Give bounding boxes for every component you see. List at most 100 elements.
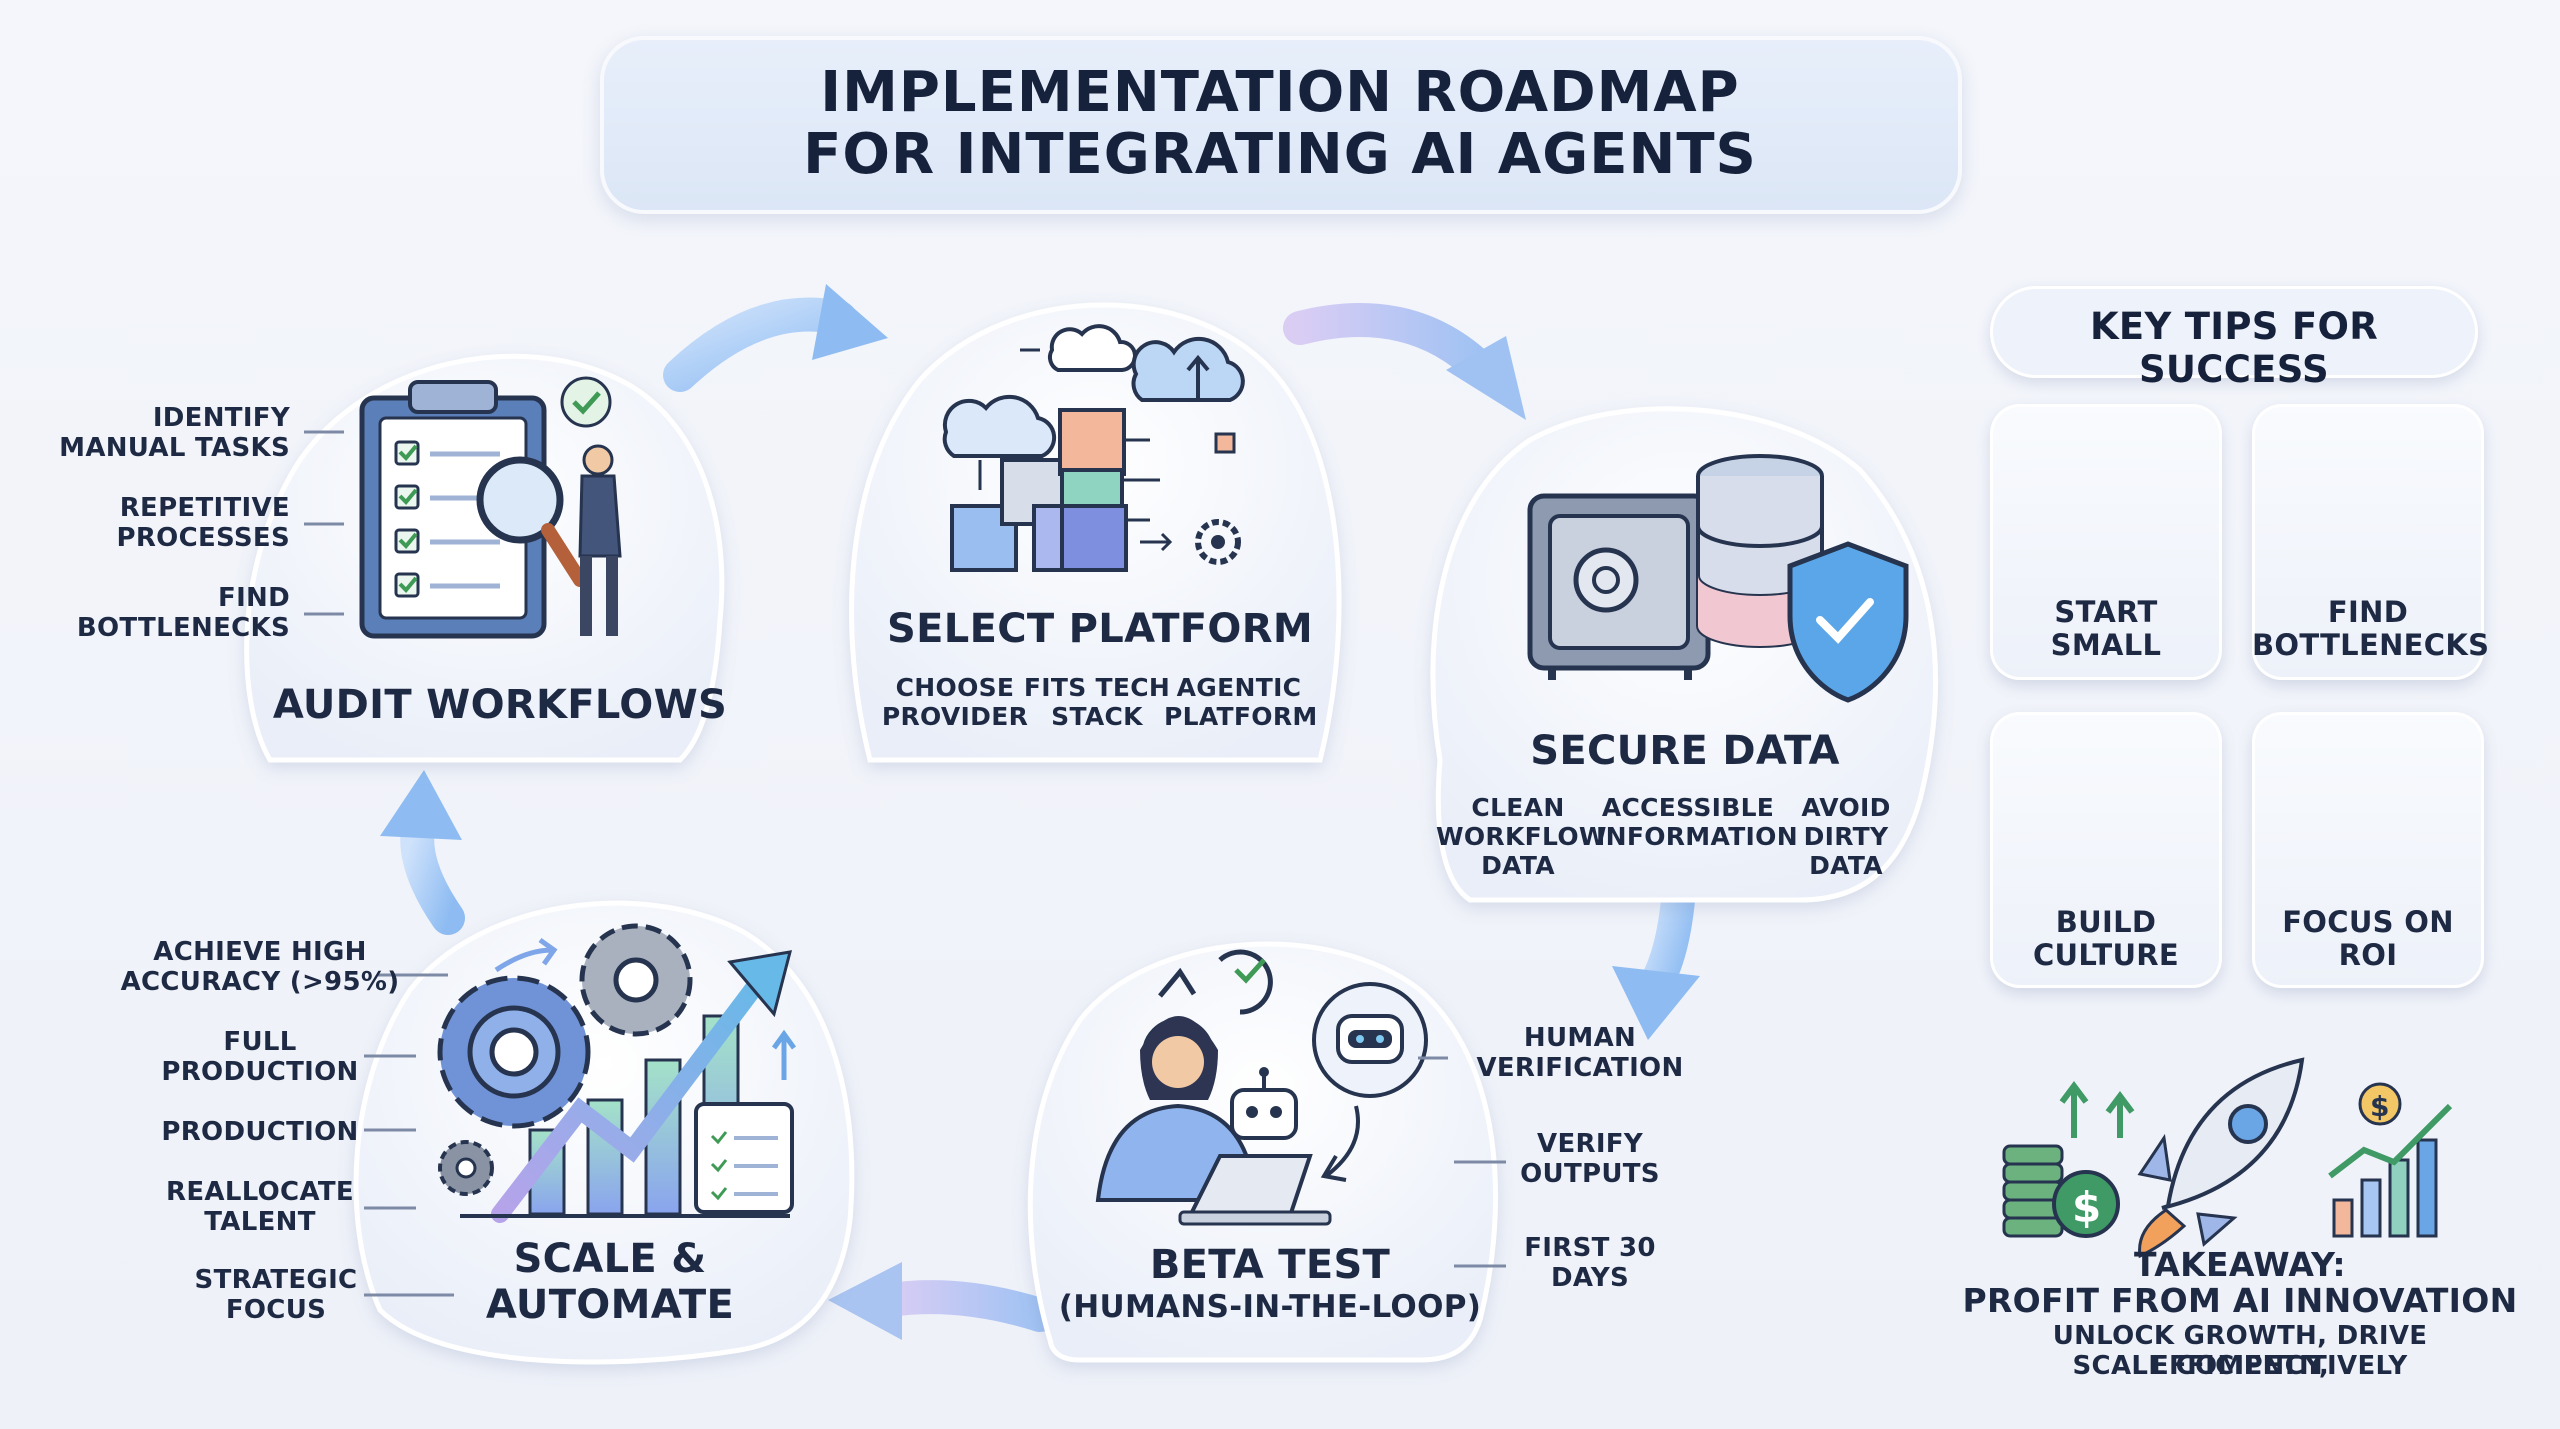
secure-point-1-line-3: DATA <box>1481 850 1555 880</box>
scale-point-4: REALLOCATE TALENT <box>150 1177 370 1238</box>
scale-point-4-line-2: TALENT <box>204 1206 316 1237</box>
stacked-blocks-icon <box>950 408 1241 572</box>
platform-point-3-line-1: AGENTIC <box>1176 673 1302 702</box>
beta-point-2-line-1: VERIFY <box>1537 1129 1643 1159</box>
beta-point-2-line-2: OUTPUTS <box>1520 1158 1660 1189</box>
gears-icon <box>437 923 693 1196</box>
tip-card-focus-roi <box>2252 712 2484 988</box>
platform-point-2-line-1: FITS TECH <box>1023 673 1171 702</box>
secure-point-1-line-1: CLEAN <box>1471 793 1565 822</box>
clipboard-checklist-icon <box>359 380 547 639</box>
cloud-platform-icon <box>942 324 1245 522</box>
secure-point-1: CLEAN WORKFLOW DATA <box>1436 793 1607 880</box>
platform-point-1-line-1: CHOOSE <box>895 673 1015 702</box>
scale-point-2-line-2: PRODUCTION <box>161 1056 359 1087</box>
platform-point-2: FITS TECH STACK <box>1022 673 1172 732</box>
audit-point-2: REPETITIVE PROCESSES <box>40 493 290 554</box>
flow-arrow-beta-to-scale <box>828 1262 1057 1340</box>
platform-point-3: AGENTIC PLATFORM <box>1164 673 1317 732</box>
platform-point-1: CHOOSE PROVIDER <box>880 673 1030 732</box>
select-platform-title: SELECT PLATFORM <box>887 606 1313 652</box>
audit-point-1-line-1: IDENTIFY <box>152 403 290 433</box>
scale-point-1-line-1: ACHIEVE HIGH <box>153 937 367 967</box>
platform-point-2-line-2: STACK <box>1051 701 1143 731</box>
coin-stack-icon: $ <box>2002 1081 2135 1238</box>
audit-point-1-line-2: MANUAL TASKS <box>59 432 290 463</box>
audit-point-3-line-1: FIND <box>218 583 290 613</box>
audit-point-1: IDENTIFY MANUAL TASKS <box>40 403 290 464</box>
flow-arrow-secure-to-beta <box>1612 883 1700 1040</box>
audit-point-2-line-2: PROCESSES <box>116 522 290 553</box>
profit-chart-icon: $ <box>2328 1082 2453 1238</box>
scale-point-1: ACHIEVE HIGH ACCURACY (>95%) <box>100 937 420 998</box>
scale-point-3: PRODUCTION <box>150 1117 370 1148</box>
secure-point-3-line-3: DATA <box>1809 850 1883 880</box>
tip-label-focus-roi: FOCUS ON ROI <box>2252 905 2484 973</box>
scale-title-line-1: SCALE & <box>513 1236 707 1282</box>
tip-1-line-2: SMALL <box>2050 628 2162 663</box>
tip-1-line-1: START <box>2054 595 2158 629</box>
takeaway-label: TAKEAWAY: <box>2134 1245 2346 1284</box>
scale-automate-title: SCALE & AUTOMATE <box>430 1236 790 1328</box>
tip-2-line-2: BOTTLENECKS <box>2252 628 2490 663</box>
tip-card-find-bottlenecks <box>2252 404 2484 680</box>
scale-point-4-line-1: REALLOCATE <box>166 1177 354 1207</box>
secure-point-1-line-2: WORKFLOW <box>1436 821 1607 851</box>
flow-arrow-scale-to-audit <box>380 770 465 935</box>
audit-point-3: FIND BOTTLENECKS <box>40 583 290 644</box>
tip-label-start-small: START SMALL <box>1990 595 2222 663</box>
beta-point-1-line-2: VERIFICATION <box>1476 1052 1684 1083</box>
tip-card-start-small <box>1990 404 2222 680</box>
svg-text:$: $ <box>2370 1090 2389 1123</box>
tip-4-line-1: FOCUS ON <box>2282 905 2454 939</box>
scale-title-line-2: AUTOMATE <box>485 1282 735 1328</box>
scale-point-5-line-1: STRATEGIC <box>194 1265 358 1295</box>
scale-point-5-line-2: FOCUS <box>225 1294 327 1325</box>
beta-test-title: BETA TEST <box>1149 1242 1391 1288</box>
tip-3-line-1: BUILD <box>2055 905 2157 939</box>
takeaway-subline-1: UNLOCK GROWTH, DRIVE EFFICIENCY, <box>2052 1321 2428 1381</box>
secure-point-2-line-1: ACCESSIBLE <box>1601 793 1775 822</box>
beta-point-1: HUMAN VERIFICATION <box>1460 1023 1700 1084</box>
page-title: IMPLEMENTATION ROADMAP FOR INTEGRATING A… <box>760 62 1800 186</box>
beta-point-3-line-1: FIRST 30 <box>1524 1233 1656 1263</box>
security-shield-icon <box>1787 541 1909 703</box>
scale-point-5: STRATEGIC FOCUS <box>166 1265 386 1326</box>
tip-3-line-2: CULTURE <box>2032 938 2180 973</box>
beta-point-2: VERIFY OUTPUTS <box>1500 1129 1680 1190</box>
flow-arrow-platform-to-secure <box>1283 303 1526 420</box>
audit-workflows-title: AUDIT WORKFLOWS <box>272 682 728 728</box>
tip-2-line-1: FIND <box>2327 595 2409 629</box>
secure-point-3-line-2: DIRTY <box>1803 821 1889 851</box>
magnifier-analyst-icon <box>476 376 622 636</box>
scale-point-2: FULL PRODUCTION <box>150 1027 370 1088</box>
secure-data-title: SECURE DATA <box>1530 728 1840 774</box>
loop-arrows-icon <box>1158 949 1273 1015</box>
audit-point-3-line-2: BOTTLENECKS <box>76 612 290 643</box>
secure-point-3: AVOID DIRTY DATA <box>1776 793 1916 880</box>
tip-card-build-culture <box>1990 712 2222 988</box>
tip-label-find-bottlenecks: FIND BOTTLENECKS <box>2252 595 2490 663</box>
title-line-2: FOR INTEGRATING AI AGENTS <box>803 122 1757 187</box>
flow-arrow-audit-to-platform <box>663 284 888 392</box>
rocket-icon <box>2137 1057 2305 1259</box>
tip-label-build-culture: BUILD CULTURE <box>1990 905 2222 973</box>
tip-4-line-2: ROI <box>2338 938 2398 973</box>
platform-point-1-line-2: PROVIDER <box>881 701 1029 731</box>
title-line-1: IMPLEMENTATION ROADMAP <box>820 60 1740 125</box>
woman-laptop-icon <box>1095 1016 1332 1226</box>
tips-header: KEY TIPS FOR SUCCESS <box>2089 305 2379 391</box>
tips-header-pill <box>1990 286 2478 378</box>
scale-point-2-line-1: FULL <box>223 1027 297 1057</box>
scale-point-1-line-2: ACCURACY (>95%) <box>120 966 400 997</box>
svg-text:$: $ <box>2072 1183 2101 1232</box>
secure-point-2-line-2: INFORMATION <box>1596 821 1798 851</box>
vault-safe-icon <box>1527 493 1711 680</box>
growth-chart-icon <box>460 950 797 1223</box>
audit-point-2-line-1: REPETITIVE <box>119 493 290 523</box>
beta-test-subtitle: (HUMANS-IN-THE-LOOP) <box>1058 1289 1482 1325</box>
beta-point-3: FIRST 30 DAYS <box>1500 1233 1680 1294</box>
robot-assistant-icon <box>1230 982 1428 1182</box>
